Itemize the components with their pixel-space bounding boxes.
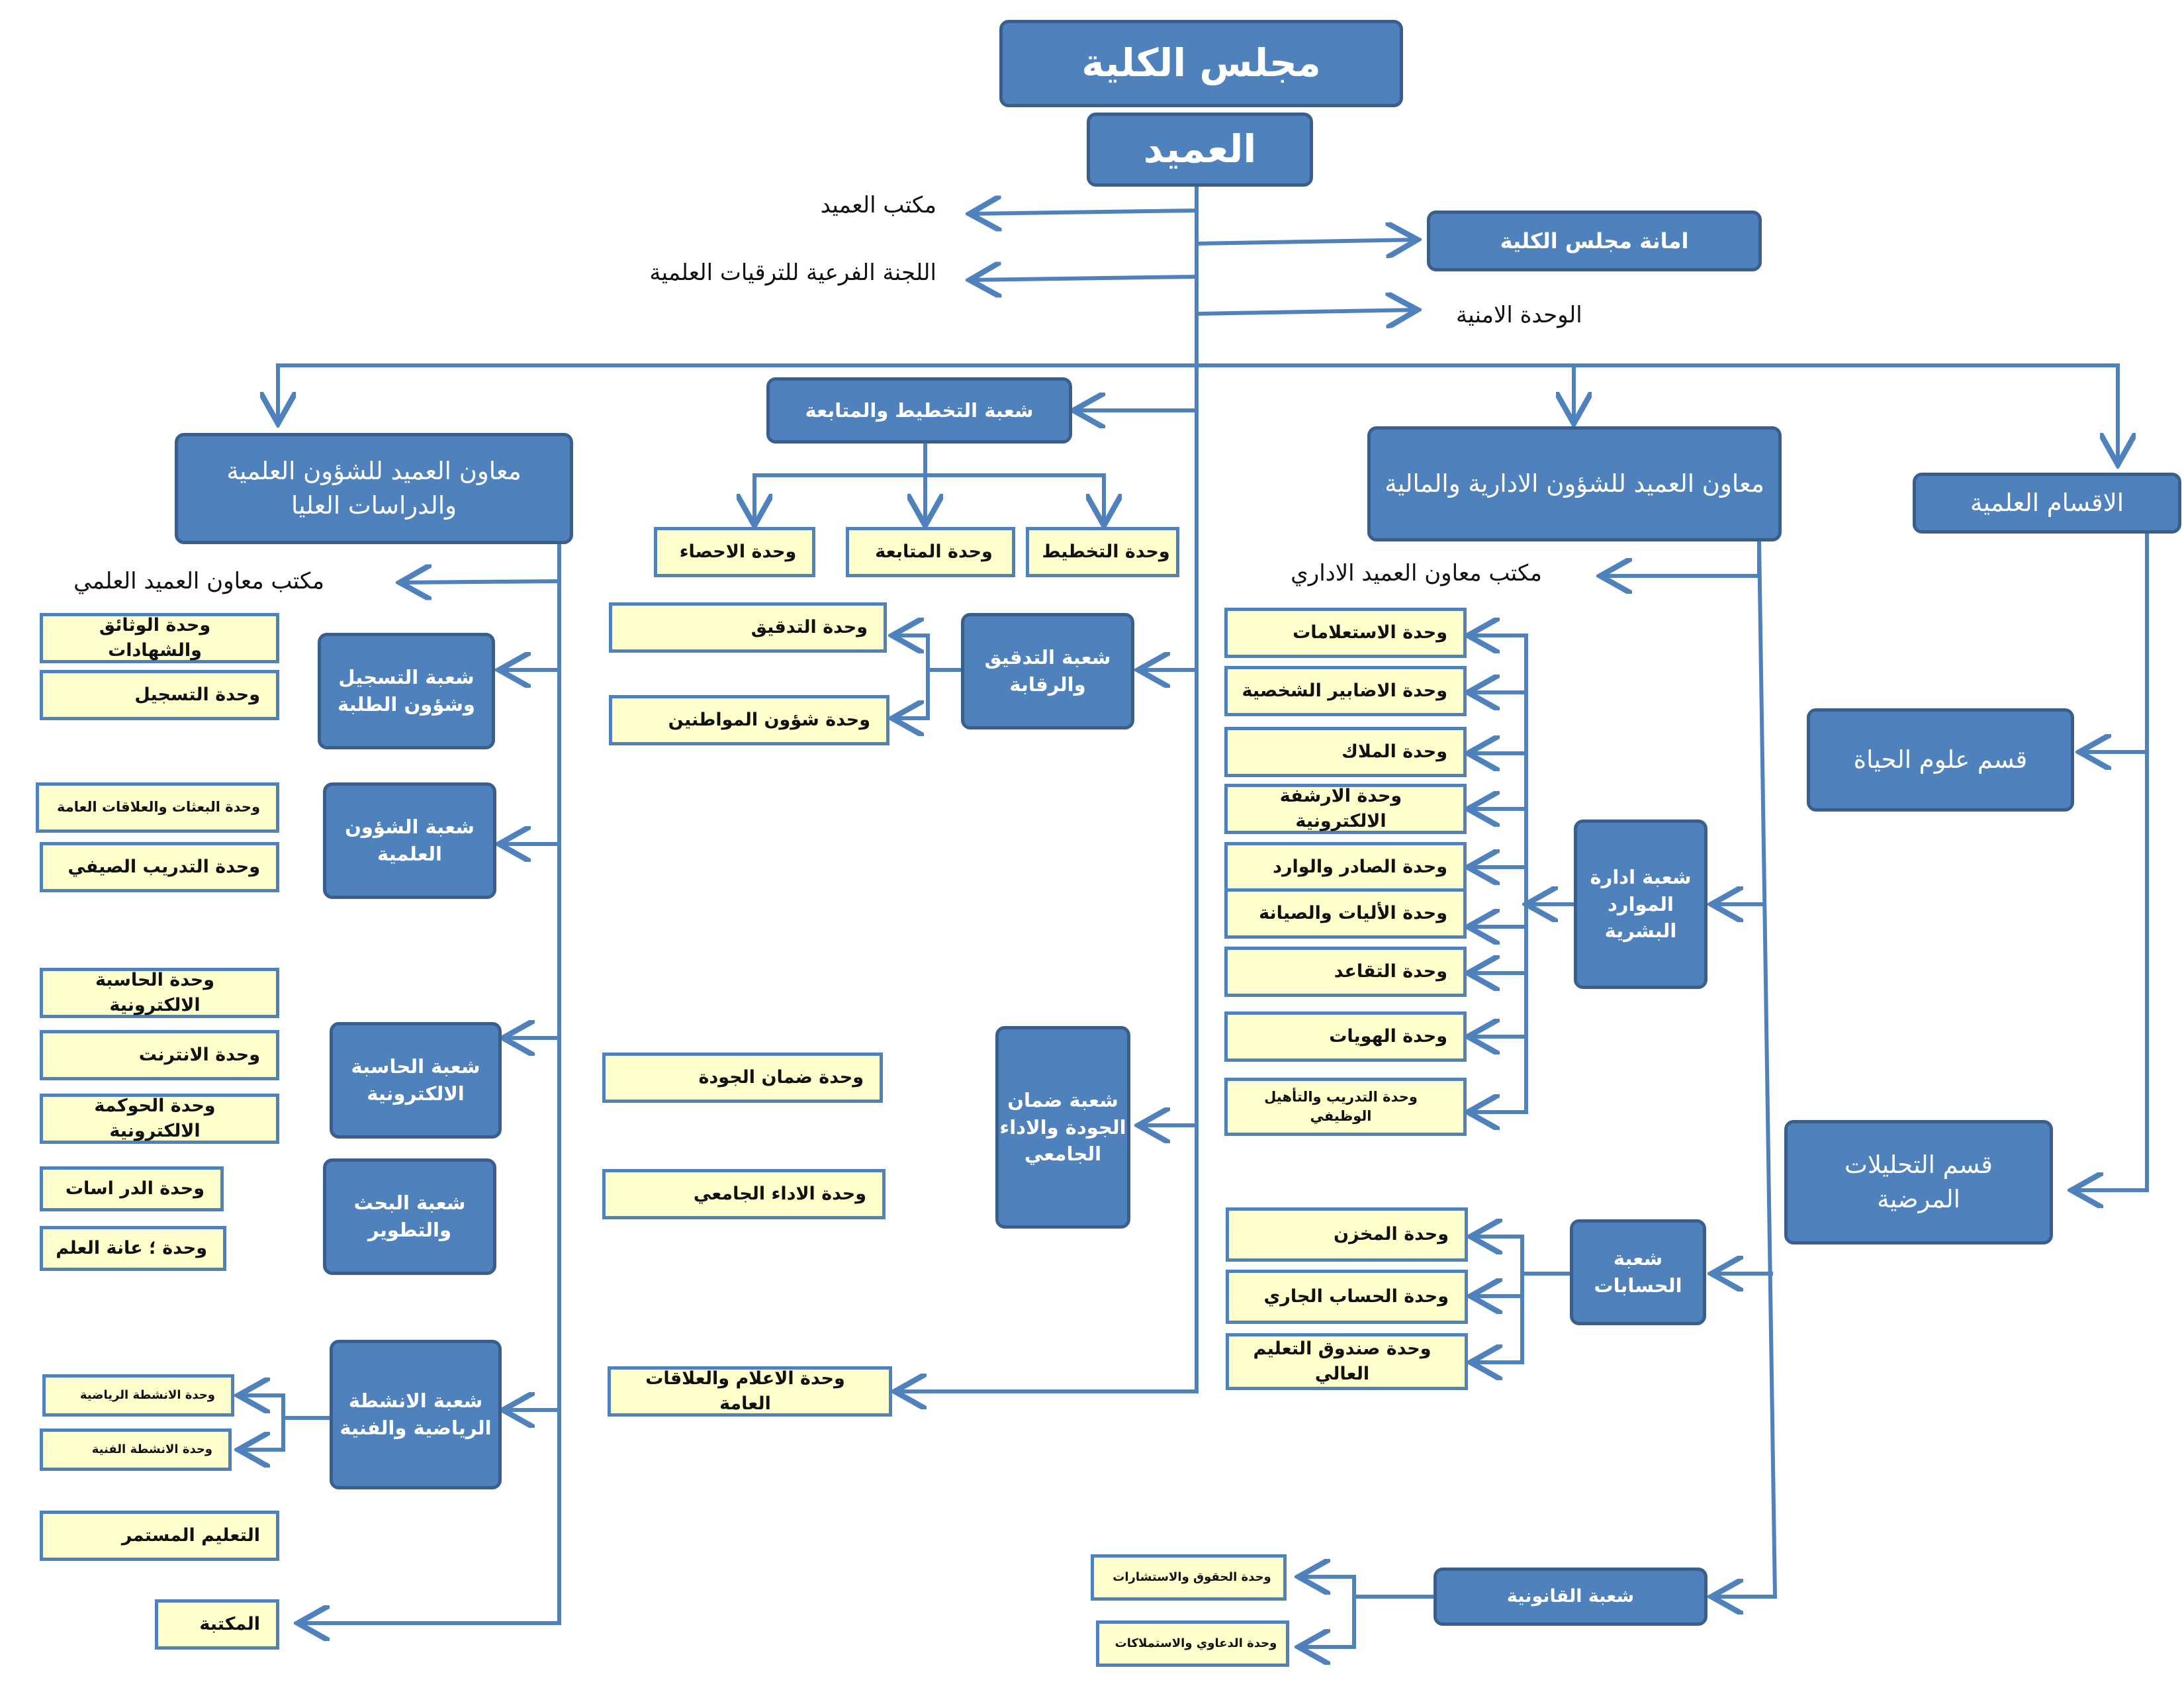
e-archive-unit[interactable]: وحدة الارشفة الالكترونية: [1224, 784, 1467, 834]
research-section-box[interactable]: شعبة البحث والتطوير: [323, 1158, 496, 1275]
registration-unit[interactable]: وحدة التسجيل: [40, 670, 279, 720]
audit-unit[interactable]: وحدة التدقيق: [609, 602, 887, 653]
information-unit[interactable]: وحدة الاستعلامات: [1224, 608, 1467, 658]
registration-section-box[interactable]: شعبة التسجيل وشؤون الطلبة: [318, 633, 495, 749]
computer-section-box[interactable]: شعبة الحاسبة الالكترونية: [330, 1022, 502, 1139]
quality-assurance-unit[interactable]: وحدة ضمان الجودة: [602, 1053, 883, 1103]
pathological-analyses-department-box[interactable]: قسم التحليلات المرضية: [1784, 1120, 2053, 1244]
summer-training-unit[interactable]: وحدة التدريب الصيفي: [40, 842, 279, 892]
knowledge-unit[interactable]: وحدة ؛ عانة العلم: [40, 1226, 226, 1271]
personnel-files-unit[interactable]: وحدة الاضابير الشخصية: [1224, 666, 1467, 716]
sports-activities-unit[interactable]: وحدة الانشطة الرياضية: [42, 1374, 234, 1417]
continuing-education-unit[interactable]: التعليم المستمر: [40, 1511, 279, 1561]
college-council-box[interactable]: مجلس الكلية: [999, 20, 1403, 107]
quality-section-box[interactable]: شعبة ضمان الجودة والاداء الجامعي: [995, 1026, 1130, 1229]
staffing-unit[interactable]: وحدة الملاك: [1224, 727, 1467, 777]
id-cards-unit[interactable]: وحدة الهويات: [1224, 1011, 1467, 1062]
promotions-committee-label: اللجنة الفرعية للترقيات العلمية: [649, 259, 936, 286]
training-qualification-unit[interactable]: وحدة التدريب والتأهيل الوظيفي: [1224, 1078, 1467, 1136]
e-governance-unit[interactable]: وحدة الحوكمة الالكترونية: [40, 1094, 279, 1144]
internet-unit[interactable]: وحدة الانترنت: [40, 1030, 279, 1080]
hr-section-box[interactable]: شعبة ادارة الموارد البشرية: [1574, 820, 1707, 989]
retirement-unit[interactable]: وحدة التقاعد: [1224, 947, 1467, 997]
dean-box[interactable]: العميد: [1087, 113, 1313, 187]
scientific-affairs-section-box[interactable]: شعبة الشؤون العلمية: [323, 782, 496, 899]
planning-unit[interactable]: وحدة التخطيط: [1026, 527, 1179, 577]
university-performance-unit[interactable]: وحدة الاداء الجامعي: [602, 1169, 886, 1219]
biology-department-box[interactable]: قسم علوم الحياة: [1807, 708, 2074, 812]
legal-section-box[interactable]: شعبة القانونية: [1433, 1568, 1707, 1626]
audit-section-box[interactable]: شعبة التدقيق والرقابة: [961, 613, 1134, 729]
administrative-assistant-box[interactable]: معاون العميد للشؤون الادارية والمالية: [1367, 426, 1782, 541]
council-secretariat-box[interactable]: امانة مجلس الكلية: [1427, 211, 1762, 271]
higher-education-fund-unit[interactable]: وحدة صندوق التعليم العالي: [1226, 1333, 1468, 1390]
scientific-assistant-box[interactable]: معاون العميد للشؤون العلمية والدراسات ال…: [175, 433, 573, 544]
administrative-office-label: مكتب معاون العميد الاداري: [1291, 560, 1542, 586]
accounts-section-box[interactable]: شعبة الحسابات: [1570, 1219, 1706, 1325]
scientific-departments-box[interactable]: الاقسام العلمية: [1913, 473, 2181, 534]
media-relations-unit[interactable]: وحدة الاعلام والعلاقات العامة: [608, 1366, 892, 1417]
documents-certificates-unit[interactable]: وحدة الوثائق والشهادات: [40, 613, 279, 663]
current-account-unit[interactable]: وحدة الحساب الجاري: [1226, 1270, 1468, 1324]
followup-unit[interactable]: وحدة المتابعة: [846, 527, 1015, 577]
studies-unit[interactable]: وحدة الدر اسات: [40, 1166, 224, 1211]
library-unit[interactable]: المكتبة: [155, 1599, 279, 1650]
lawsuits-expropriation-unit[interactable]: وحدة الدعاوي والاستملاكات: [1096, 1620, 1289, 1667]
dean-office-label: مكتب العميد: [820, 192, 936, 218]
missions-relations-unit[interactable]: وحدة البعثات والعلاقات العامة: [36, 782, 279, 833]
rights-consultations-unit[interactable]: وحدة الحقوق والاستشارات: [1091, 1554, 1287, 1601]
statistics-unit[interactable]: وحدة الاحصاء: [654, 527, 815, 577]
scientific-office-label: مكتب معاون العميد العلمي: [73, 568, 324, 594]
incoming-outgoing-unit[interactable]: وحدة الصادر والوارد: [1224, 842, 1467, 892]
citizens-affairs-unit[interactable]: وحدة شؤون المواطنين: [609, 695, 889, 745]
computer-unit[interactable]: وحدة الحاسبة الالكترونية: [40, 968, 279, 1018]
planning-section-box[interactable]: شعبة التخطيط والمتابعة: [766, 377, 1072, 444]
arts-activities-unit[interactable]: وحدة الانشطة الفنية: [40, 1429, 232, 1471]
activities-section-box[interactable]: شعبة الانشطة الرياضية والفنية: [330, 1340, 502, 1489]
vehicles-maintenance-unit[interactable]: وحدة الأليات والصيانة: [1224, 888, 1467, 939]
security-unit-label: الوحدة الامنية: [1456, 302, 1582, 328]
warehouse-unit[interactable]: وحدة المخزن: [1226, 1207, 1468, 1262]
